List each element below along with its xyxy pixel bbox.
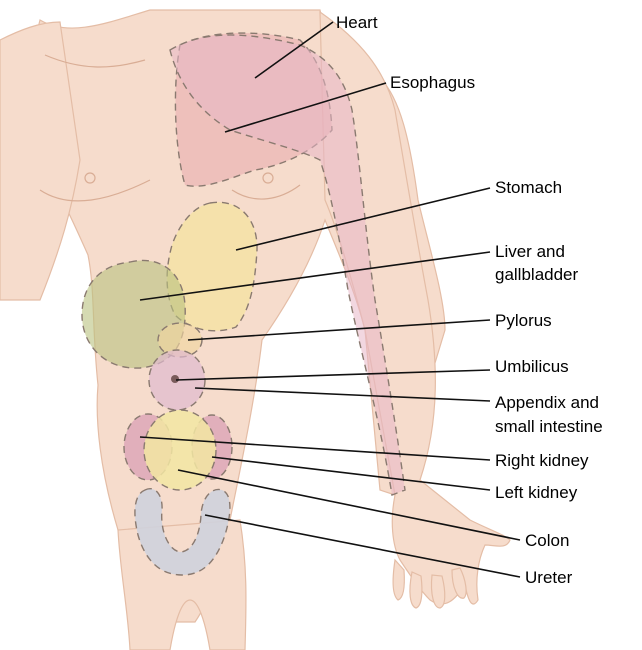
label-appendix-line2: small intestine — [495, 417, 603, 436]
label-pylorus: Pylorus — [495, 311, 552, 330]
label-stomach: Stomach — [495, 178, 562, 197]
label-heart: Heart — [336, 13, 378, 32]
label-esophagus: Esophagus — [390, 73, 475, 92]
navel — [171, 375, 179, 383]
label-right-kidney: Right kidney — [495, 451, 589, 470]
label-umbilicus: Umbilicus — [495, 357, 569, 376]
label-ureter: Ureter — [525, 568, 573, 587]
label-appendix-line1: Appendix and — [495, 393, 599, 412]
intestine-zone — [144, 410, 216, 490]
label-left-kidney: Left kidney — [495, 483, 578, 502]
legs — [118, 520, 246, 650]
label-colon: Colon — [525, 531, 569, 550]
label-liver-line2: gallbladder — [495, 265, 579, 284]
label-liver-line1: Liver and — [495, 242, 565, 261]
